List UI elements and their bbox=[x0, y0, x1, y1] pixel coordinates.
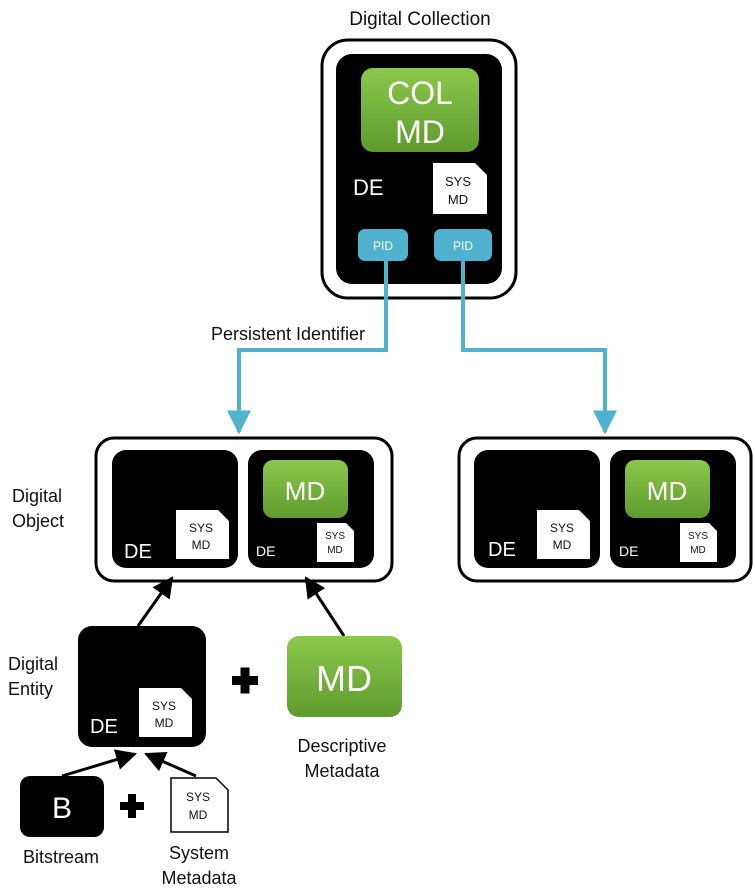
entity-to-object-arrow bbox=[136, 576, 174, 627]
digital-object-label-line2: Object bbox=[12, 511, 64, 531]
digital-entity-sys-line2: MD bbox=[155, 716, 174, 730]
bitstream-label: Bitstream bbox=[23, 847, 99, 867]
system-md-doc-line2: MD bbox=[189, 808, 208, 822]
digital-entity-sys-md-doc-icon: SYS MD bbox=[139, 688, 192, 737]
object-right-de-box: DE SYS MD bbox=[474, 450, 600, 568]
system-md-doc-icon: SYS MD bbox=[170, 777, 229, 833]
object-left-md-sys-line1: SYS bbox=[325, 531, 345, 542]
digital-entity-sys-line1: SYS bbox=[152, 699, 176, 713]
system-metadata-label-line2: Metadata bbox=[161, 868, 237, 888]
object-left-md-text: MD bbox=[285, 476, 325, 506]
descriptive-metadata-label-line1: Descriptive bbox=[297, 736, 386, 756]
descriptive-metadata-label-line2: Metadata bbox=[304, 761, 380, 781]
object-right-md-entity-box: MD DE SYS MD bbox=[610, 450, 736, 568]
pid-right-text: PID bbox=[453, 239, 473, 253]
persistent-identifier-label: Persistent Identifier bbox=[211, 324, 365, 344]
pid-left-text: PID bbox=[373, 239, 393, 253]
digital-entity-label-line1: Digital bbox=[8, 654, 58, 674]
col-md-box: COL MD bbox=[361, 68, 479, 152]
object-left-sys-line1: SYS bbox=[189, 521, 213, 535]
system-md-doc-line1: SYS bbox=[186, 790, 210, 804]
digital-object-left: DE SYS MD MD DE SYS MD bbox=[94, 436, 394, 583]
pid-left-badge: PID bbox=[358, 229, 408, 261]
pid-right-badge: PID bbox=[434, 229, 492, 261]
object-left-md-sys-doc-icon: SYS MD bbox=[317, 523, 354, 562]
system-metadata-label-line1: System bbox=[169, 843, 229, 863]
col-md-line2: MD bbox=[395, 114, 445, 150]
plus-icon bbox=[232, 667, 258, 694]
descriptive-md-box: MD bbox=[287, 636, 402, 717]
object-right-md-sys-doc-icon: SYS MD bbox=[680, 523, 717, 562]
digital-collection-box: COL MD DE SYS MD PID PID bbox=[320, 38, 518, 300]
object-right-sys-line1: SYS bbox=[550, 521, 574, 535]
plus-icon-lower bbox=[120, 794, 144, 818]
object-left-md-de-text: DE bbox=[256, 543, 275, 559]
object-right-md-de-text: DE bbox=[619, 543, 638, 559]
pid-left-connector bbox=[227, 261, 388, 435]
collection-sys-line2: MD bbox=[448, 192, 468, 207]
bitstream-box: B bbox=[20, 776, 104, 837]
col-md-line1: COL bbox=[387, 75, 453, 111]
digital-entity-label-line2: Entity bbox=[8, 679, 53, 699]
object-right-sys-md-doc-icon: SYS MD bbox=[537, 510, 590, 559]
collection-sys-md-doc-icon: SYS MD bbox=[433, 163, 487, 214]
object-left-sys-line2: MD bbox=[192, 538, 211, 552]
digital-object-label-line1: Digital bbox=[12, 486, 62, 506]
collection-de-label: DE bbox=[353, 175, 384, 200]
collection-sys-line1: SYS bbox=[445, 174, 471, 189]
digital-entity-box: DE SYS MD bbox=[78, 626, 206, 747]
object-left-md-sys-line2: MD bbox=[327, 545, 343, 556]
object-right-de-text: DE bbox=[488, 539, 516, 561]
object-left-md-box: MD bbox=[263, 460, 348, 518]
digital-entity-de-text: DE bbox=[90, 716, 118, 738]
bitstream-to-entity-arrow bbox=[61, 749, 138, 778]
object-left-md-entity-box: MD DE SYS MD bbox=[248, 450, 374, 568]
object-right-md-box: MD bbox=[625, 460, 710, 518]
object-left-de-text: DE bbox=[124, 541, 152, 563]
object-right-md-sys-line1: SYS bbox=[688, 531, 708, 542]
digital-object-right: DE SYS MD MD DE SYS MD bbox=[457, 436, 753, 583]
md-to-object-arrow bbox=[304, 576, 346, 637]
descriptive-md-text: MD bbox=[316, 658, 372, 699]
bitstream-box-text: B bbox=[52, 792, 72, 825]
object-right-sys-line2: MD bbox=[553, 538, 572, 552]
object-right-md-text: MD bbox=[647, 476, 687, 506]
system-md-to-entity-arrow bbox=[144, 752, 197, 778]
object-right-md-sys-line2: MD bbox=[690, 545, 706, 556]
pid-right-connector bbox=[461, 261, 617, 435]
digital-collection-label: Digital Collection bbox=[349, 9, 491, 30]
object-left-de-box: DE SYS MD bbox=[112, 450, 238, 568]
object-left-sys-md-doc-icon: SYS MD bbox=[176, 510, 229, 559]
